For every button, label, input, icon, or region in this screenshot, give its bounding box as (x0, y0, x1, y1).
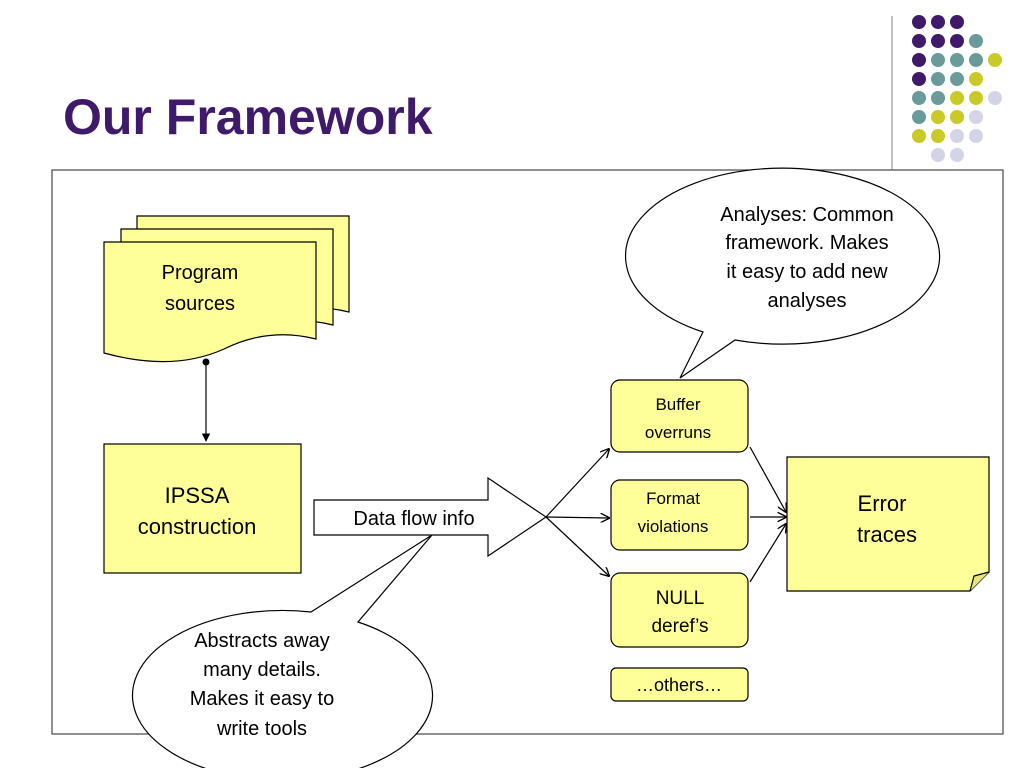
decor-dot (988, 53, 1002, 67)
analyses-callout: Analyses: Common framework. Makes it eas… (624, 167, 941, 379)
callout-bottom-line2: many details. (203, 659, 321, 681)
program-sources-line2: sources (165, 293, 235, 315)
ipssa-line1: IPSSA (165, 483, 230, 508)
others-label: …others… (636, 675, 722, 695)
format-line1: Format (646, 489, 700, 508)
error-traces-line2: traces (857, 522, 917, 547)
decor-dot (988, 91, 1002, 105)
decor-dot (950, 110, 964, 124)
callout-top-line2: framework. Makes (725, 232, 888, 254)
slide-title: Our Framework (63, 89, 433, 145)
decor-dot (931, 53, 945, 67)
null-line2: deref’s (651, 616, 708, 637)
buffer-line2: overruns (645, 423, 711, 442)
decor-dot (912, 53, 926, 67)
error-traces-line1: Error (858, 491, 907, 516)
data-flow-label: Data flow info (353, 508, 474, 530)
buffer-line1: Buffer (655, 395, 700, 414)
callout-bottom-line3: Makes it easy to (190, 688, 335, 710)
decor-dot (950, 72, 964, 86)
null-deref-box: NULL deref’s (610, 572, 749, 648)
arrow-to-buffer (545, 449, 609, 518)
arrow-to-format (545, 517, 609, 518)
decor-dot (969, 53, 983, 67)
format-line2: violations (638, 517, 709, 536)
callout-bottom-line4: write tools (216, 718, 307, 740)
decor-dot (969, 110, 983, 124)
decor-dot (931, 110, 945, 124)
decor-dot (931, 148, 945, 162)
abstracts-callout: Abstracts away many details. Makes it ea… (131, 534, 434, 768)
null-line1: NULL (656, 588, 705, 609)
decor-dot (969, 34, 983, 48)
others-box: …others… (610, 667, 749, 702)
decor-dot (931, 72, 945, 86)
ipssa-construction-box: IPSSA construction (103, 443, 302, 574)
program-sources-line1: Program (162, 262, 239, 284)
decor-dot (912, 72, 926, 86)
callout-top-line3: it easy to add new (726, 261, 888, 283)
data-flow-arrow: Data flow info (313, 476, 548, 558)
arrow-null-to-error (749, 524, 786, 583)
decor-dot (950, 53, 964, 67)
decor-dot (912, 91, 926, 105)
program-sources-document: Program sources (103, 215, 350, 363)
buffer-overruns-box: Buffer overruns (610, 379, 749, 453)
callout-bottom-line1: Abstracts away (194, 630, 330, 652)
decor-dot (912, 34, 926, 48)
decor-dot (950, 148, 964, 162)
decor-dot (912, 129, 926, 143)
decor-dot (969, 91, 983, 105)
dot-grid-decoration (912, 15, 1002, 162)
decor-dot (931, 129, 945, 143)
decor-dot (931, 15, 945, 29)
diagram-frame (51, 169, 1004, 735)
error-traces-note: Error traces (786, 456, 990, 592)
decor-dot (931, 91, 945, 105)
callout-top-line1: Analyses: Common (720, 204, 893, 226)
format-violations-box: Format violations (610, 479, 749, 551)
decor-dot (931, 34, 945, 48)
callout-top-line4: analyses (768, 290, 847, 312)
decor-dot (969, 129, 983, 143)
decor-dot (969, 72, 983, 86)
arrow-buffer-to-error (749, 446, 786, 512)
decor-dot (912, 15, 926, 29)
decor-dot (950, 34, 964, 48)
decor-dot (950, 129, 964, 143)
decor-dot (950, 15, 964, 29)
arrow-to-null (545, 516, 609, 576)
decor-dot (950, 91, 964, 105)
ipssa-line2: construction (138, 514, 257, 539)
decor-dot (912, 110, 926, 124)
